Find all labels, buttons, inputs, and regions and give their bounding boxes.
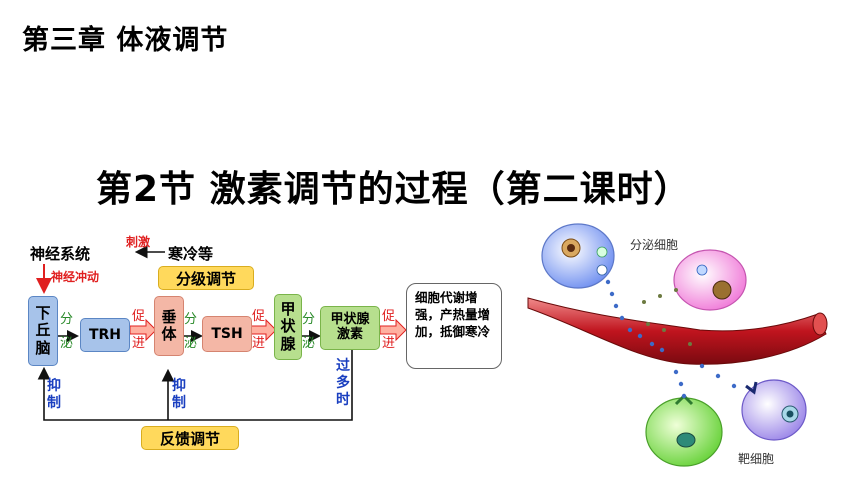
target-cell-label: 靶细胞 <box>738 452 775 466</box>
promote-char: 促 <box>382 309 396 324</box>
pituitary-char: 垂 <box>161 307 177 326</box>
hypothalamus-char: 丘 <box>35 321 51 340</box>
inhibit-char: 制 <box>172 395 186 411</box>
inhibit-char: 抑 <box>47 378 61 394</box>
pituitary-box: 垂 体 <box>154 296 184 356</box>
excess-char: 多 <box>336 375 350 391</box>
trh-box: TRH <box>80 318 130 352</box>
inhibit-label-1: 抑 制 <box>45 378 63 412</box>
secrete-char: 分 <box>184 312 198 327</box>
thyroid-hormone-line: 激素 <box>336 327 363 342</box>
thyroid-char: 状 <box>280 317 296 336</box>
feedback-text: 反馈调节 <box>159 429 220 448</box>
secrete-label-3: 分 泌 <box>302 313 315 350</box>
secrete-char: 泌 <box>60 336 74 351</box>
graded-regulation-text: 分级调节 <box>175 269 236 288</box>
effect-box: 细胞代谢增强，产热量增加，抵御寒冷 <box>406 283 502 369</box>
thyroid-box: 甲 状 腺 <box>274 294 302 360</box>
secrete-char: 分 <box>302 312 316 327</box>
inhibit-label-2: 抑 制 <box>170 378 188 412</box>
feedback-box: 反馈调节 <box>141 426 239 450</box>
tsh-text: TSH <box>211 326 243 342</box>
section-title: 第2节 激素调节的过程（第二课时） <box>96 169 691 210</box>
promote-label-1: 促 进 <box>132 310 145 350</box>
nerve-impulse-label: 神经冲动 <box>51 270 100 284</box>
inhibit-char: 抑 <box>172 378 186 394</box>
secrete-char: 泌 <box>302 336 316 351</box>
promote-char: 进 <box>382 336 396 351</box>
promote-label-3: 促 进 <box>382 310 395 350</box>
promote-label-2: 促 进 <box>252 310 265 350</box>
inhibit-char: 制 <box>47 395 61 411</box>
promote-char: 促 <box>132 309 146 324</box>
excess-label: 过 多 时 <box>334 358 352 409</box>
excess-char: 过 <box>336 358 350 374</box>
nervous-system-label: 神经系统 <box>30 245 91 263</box>
promote-char: 进 <box>252 336 266 351</box>
secrete-char: 泌 <box>184 336 198 351</box>
secrete-label-2: 分 泌 <box>184 313 197 350</box>
promote-char: 促 <box>252 309 266 324</box>
diagram-arrows <box>36 245 407 421</box>
trh-text: TRH <box>88 327 122 343</box>
thyroid-char: 腺 <box>280 334 296 353</box>
secretory-cell-label: 分泌细胞 <box>630 238 679 252</box>
stimulus-label: 刺激 <box>126 235 151 249</box>
secrete-label-1: 分 泌 <box>60 313 73 350</box>
thyroid-hormone-line: 甲状腺 <box>330 312 370 328</box>
tsh-box: TSH <box>202 316 252 352</box>
hypothalamus-char: 脑 <box>35 338 51 357</box>
pituitary-char: 体 <box>161 325 177 343</box>
hypothalamus-box: 下 丘 脑 <box>28 296 58 366</box>
excess-char: 时 <box>336 392 350 408</box>
chapter-title: 第三章 体液调节 <box>22 25 229 56</box>
graded-regulation-box: 分级调节 <box>158 266 254 290</box>
hypothalamus-char: 下 <box>35 304 51 323</box>
cold-label: 寒冷等 <box>168 245 214 263</box>
thyroid-char: 甲 <box>280 300 296 319</box>
thyroid-hormone-box: 甲状腺 激素 <box>320 306 380 350</box>
promote-char: 进 <box>132 336 146 351</box>
effect-text: 细胞代谢增强，产热量增加，抵御寒冷 <box>415 290 491 339</box>
secrete-char: 分 <box>60 312 74 327</box>
